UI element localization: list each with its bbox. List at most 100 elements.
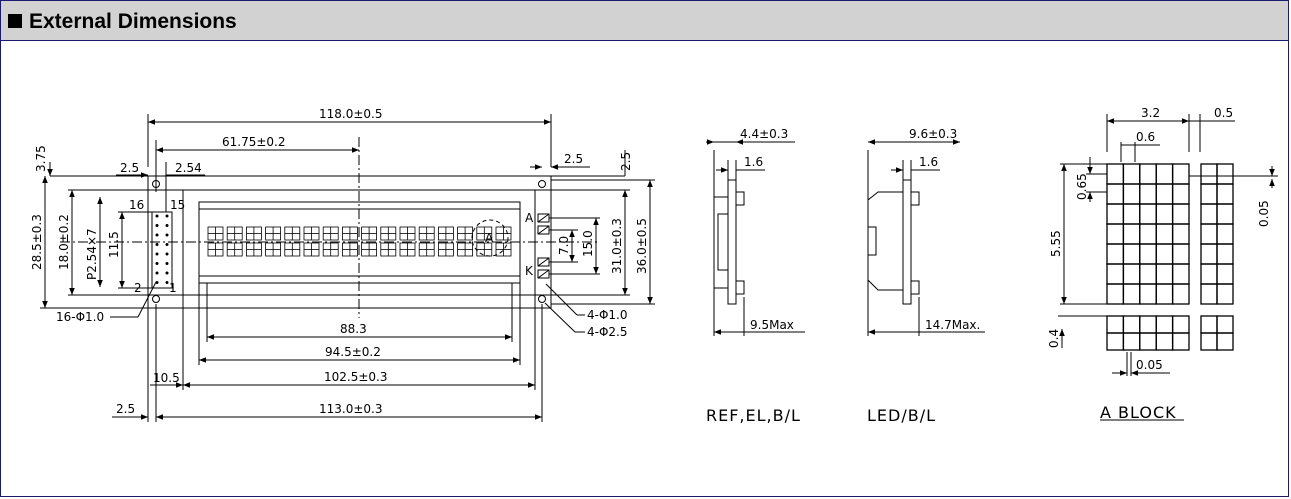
dot-cell (1155, 163, 1174, 185)
dot-cell (1106, 163, 1125, 185)
dot-cell (1216, 332, 1234, 351)
dot-cell (1106, 283, 1125, 305)
dot-cell (1171, 263, 1190, 285)
dot-cell (1106, 203, 1125, 225)
pin-dot (165, 252, 169, 256)
dot-cell (1200, 332, 1218, 351)
dot-cell (1139, 203, 1157, 225)
dot-cell (1171, 163, 1190, 185)
side-view-led (867, 139, 985, 336)
pin-dot (155, 262, 159, 265)
a-block-detail (1058, 114, 1278, 421)
dim-pin1-offset: 61.75±0.2 (222, 135, 286, 149)
dot-cell (1200, 183, 1218, 205)
dot-cell (1106, 332, 1125, 351)
pin-dot (155, 233, 159, 237)
bullet-square-icon (8, 14, 22, 28)
dot-cell (1216, 315, 1234, 334)
dim-height-view: 18.0±0.2 (57, 214, 71, 270)
dot-cell (1200, 203, 1218, 225)
caption-a-block: A BLOCK (1100, 403, 1177, 422)
dot-cell (1216, 283, 1234, 305)
dot-cell (1122, 315, 1141, 334)
pin-dot (155, 281, 159, 284)
dot-cell (1106, 183, 1125, 205)
dot-cell (1139, 315, 1157, 334)
section-title: External Dimensions (29, 10, 237, 33)
caption-el: REF,EL,B/L (706, 406, 801, 425)
front-view (40, 114, 655, 422)
dot-cell (1216, 203, 1234, 225)
dot-cell (1106, 223, 1125, 245)
dot-cell (1200, 263, 1218, 285)
dot-cell (1200, 315, 1218, 334)
pin-dot (155, 214, 159, 218)
dim-viewing-height: 31.0±0.3 (610, 218, 624, 274)
dot-cell (1216, 243, 1234, 265)
dim-top-right-margin: 2.5 (564, 152, 583, 166)
a-block-labels: 3.2 0.5 0.6 5.55 0.65 0.05 0.4 0.05 A BL… (1047, 106, 1271, 422)
dot-cell (1155, 283, 1174, 305)
pin-label-16: 16 (129, 198, 144, 212)
dim-led-thickness: 9.6±0.3 (909, 127, 957, 141)
pin-dot (165, 243, 169, 246)
dot-cell (1139, 283, 1157, 305)
mount-hole-tr (538, 180, 546, 188)
dim-height-outer: 28.5±0.3 (30, 214, 44, 270)
dim-pin-spacing: P2.54×7 (85, 228, 99, 280)
pin-dot (165, 281, 169, 284)
detail-label-a: A (485, 231, 494, 245)
pin-dot (165, 233, 169, 237)
dot-cell (1106, 243, 1125, 265)
pin-header (155, 214, 169, 284)
dot-cell (1139, 223, 1157, 245)
dot-cell (1139, 332, 1157, 351)
dim-left-top-vertical: 3.75 (34, 145, 48, 172)
section-header: External Dimensions (1, 1, 1288, 41)
label-anode: A (525, 211, 534, 225)
dot-cell (1200, 243, 1218, 265)
dot-cell (1155, 243, 1174, 265)
pin-label-15: 15 (170, 198, 185, 212)
dot-cell (1216, 183, 1234, 205)
dot-cell (1139, 263, 1157, 285)
dot-cell (1171, 332, 1190, 351)
front-view-labels: 118.0±0.5 61.75±0.2 2.5 2.54 2.5 2.5 3.7… (30, 107, 649, 416)
dot-cell (1155, 203, 1174, 225)
pin-dot (165, 224, 169, 227)
dot-cell (1122, 283, 1141, 305)
pin-dot (155, 252, 159, 256)
dim-led-gap: 7.0 (557, 236, 571, 255)
side-view-el-labels: 4.4±0.3 1.6 9.5Max REF,EL,B/L (706, 127, 801, 425)
dot-cell (1171, 203, 1190, 225)
dim-led-pcb: 1.6 (919, 155, 938, 169)
detail-circle (471, 219, 509, 257)
dimension-drawing: 118.0±0.5 61.75±0.2 2.5 2.54 2.5 2.5 3.7… (30, 106, 1278, 425)
dot-cell (1122, 163, 1141, 185)
label-cathode: K (525, 264, 534, 278)
dot-cell (1171, 223, 1190, 245)
dim-char-gap: 0.5 (1214, 106, 1233, 120)
dot-cell (1171, 243, 1190, 265)
dot-cell (1155, 223, 1174, 245)
dim-pcb-width: 113.0±0.3 (319, 402, 383, 416)
dot-cell (1216, 263, 1234, 285)
dot-cell (1139, 163, 1157, 185)
pin-dot (165, 271, 169, 275)
dim-pin-pitch: 2.54 (175, 161, 202, 175)
dot-cell (1122, 223, 1141, 245)
dot-cell (1171, 315, 1190, 334)
dim-bottom-left-margin: 2.5 (116, 402, 135, 416)
dim-led-span: 15.0 (581, 230, 595, 257)
dim-dot-height: 0.65 (1075, 173, 1089, 200)
dot-cell (1200, 223, 1218, 245)
dot-cell (1122, 183, 1141, 205)
dim-dot-width: 0.6 (1136, 130, 1155, 144)
dim-top-left-margin: 2.5 (120, 161, 139, 175)
dot-cell (1216, 223, 1234, 245)
dot-cell (1155, 315, 1174, 334)
dot-cell (1171, 183, 1190, 205)
dim-led-max: 14.7Max. (925, 318, 980, 332)
mount-hole-br (538, 295, 546, 303)
